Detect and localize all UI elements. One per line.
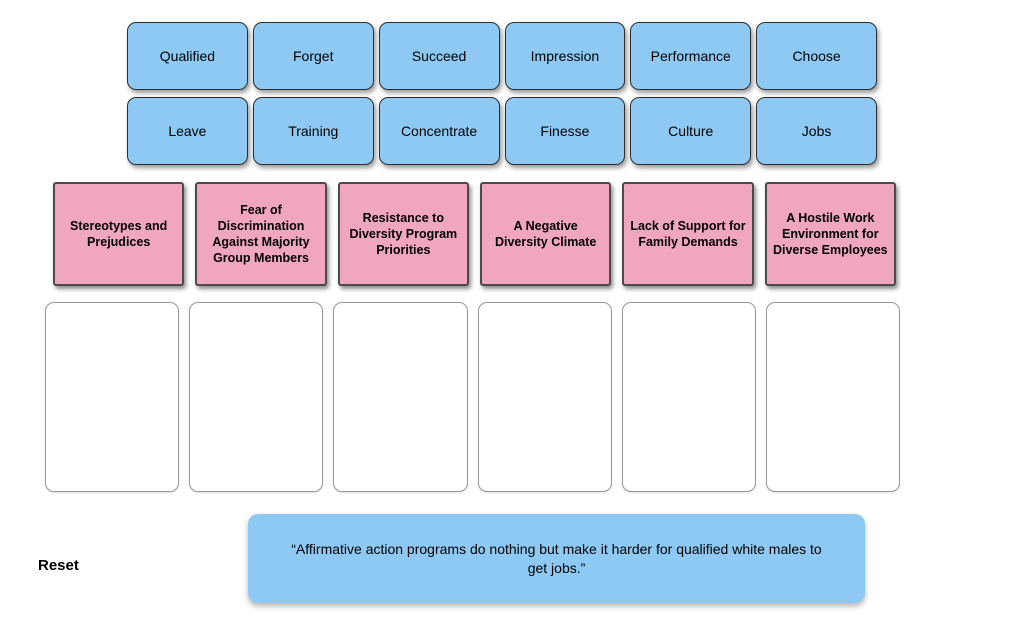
word-tile-qualified[interactable]: Qualified [127,22,248,90]
word-tile-performance[interactable]: Performance [630,22,752,90]
category-card-fear-of-discrimination: Fear of Discrimination Against Majority … [195,182,327,286]
word-tile-training[interactable]: Training [252,97,374,165]
statement-text: “Affirmative action programs do nothing … [291,540,822,576]
category-card-resistance-to-diversity: Resistance to Diversity Program Prioriti… [337,182,469,286]
word-tile-finesse[interactable]: Finesse [504,97,626,165]
word-tile-culture[interactable]: Culture [630,97,752,165]
drop-zone-2[interactable] [189,302,324,492]
reset-button[interactable]: Reset [38,557,79,574]
word-tile-impression[interactable]: Impression [504,22,626,90]
drop-zone-4[interactable] [477,302,612,492]
drop-zone-1[interactable] [45,302,180,492]
category-header-row: Stereotypes and Prejudices Fear of Discr… [53,182,896,286]
drop-zone-3[interactable] [333,302,468,492]
category-card-hostile-work-environment: A Hostile Work Environment for Diverse E… [764,182,896,286]
drop-zone-6[interactable] [765,302,900,492]
drop-zone-row [45,302,900,492]
word-tile-concentrate[interactable]: Concentrate [378,97,500,165]
word-tile-succeed[interactable]: Succeed [378,22,500,90]
category-card-lack-of-support-family: Lack of Support for Family Demands [622,182,754,286]
word-tile-choose[interactable]: Choose [756,22,877,90]
word-tile-jobs[interactable]: Jobs [756,97,877,165]
category-card-negative-diversity-climate: A Negative Diversity Climate [479,182,612,286]
word-tile-leave[interactable]: Leave [127,97,248,165]
statement-card[interactable]: “Affirmative action programs do nothing … [248,514,865,603]
word-bank: Qualified Forget Succeed Impression Perf… [127,22,877,165]
word-tile-forget[interactable]: Forget [252,22,374,90]
category-card-stereotypes-prejudices: Stereotypes and Prejudices [53,182,185,286]
drop-zone-5[interactable] [621,302,756,492]
